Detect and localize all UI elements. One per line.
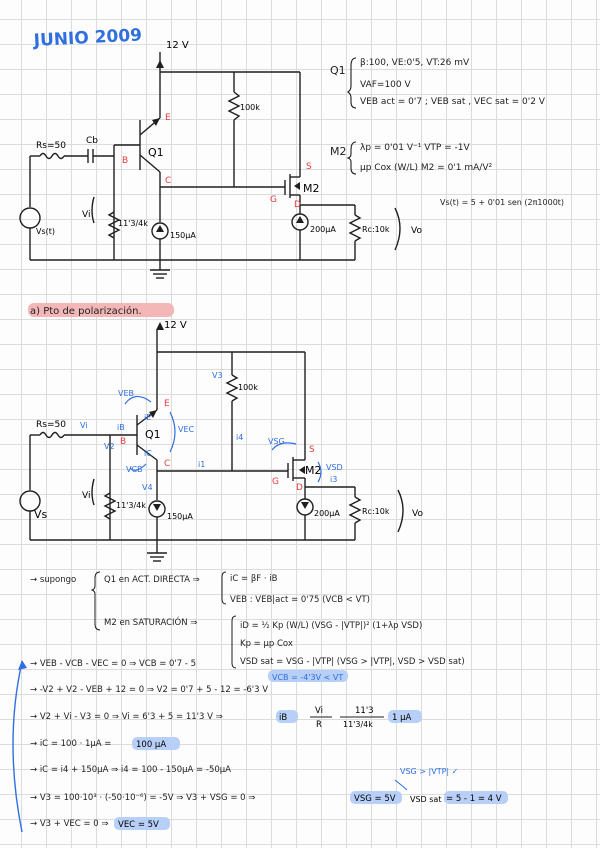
pin-b: B [122, 156, 128, 166]
v3-node: V3 [212, 371, 223, 380]
vi-label: Vi [82, 210, 90, 220]
line3: → V2 + Vi - V3 = 0 ⇒ Vi = 6'3 + 5 = 11'3… [30, 712, 223, 722]
vs-equation: Vs(t) = 5 + 0'01 sen (2π1000t) [440, 198, 564, 207]
r-bias-label-2: 11'3/4k [116, 501, 146, 510]
param-q1-line3: VEB act = 0'7 ; VEB sat , VEC sat = 0'2 … [360, 97, 546, 107]
ic-eq: iC = βF · iB [230, 574, 278, 584]
r-top-label-2: 100k [238, 383, 258, 392]
frac2-num: 11'3 [355, 706, 374, 716]
bottom-circuit [19, 330, 404, 562]
m2-label: M2 [303, 182, 320, 195]
vec-result: VEC = 5V [118, 820, 159, 830]
i3-label: i3 [330, 475, 337, 484]
rc-label: Rc:10k [362, 225, 390, 234]
i1-label: i1 [198, 460, 205, 469]
pin-s: S [306, 162, 312, 172]
rs-label-2: Rs=50 [36, 420, 66, 430]
title: JUNIO 2009 [32, 25, 142, 51]
vcb-label: VCB [126, 465, 143, 474]
vcc-label: 12 V [166, 40, 189, 51]
vsg-check: VSG > |VTP| ✓ [400, 767, 458, 776]
vsg-label: VSG [268, 437, 285, 446]
frac1-den: R [316, 720, 322, 730]
vi-label-2: Vi [82, 491, 90, 501]
vs-label-2: Vs [34, 508, 48, 521]
param-q1: Q1 [330, 64, 346, 77]
vsd-label: VSD [326, 463, 343, 472]
param-m2-line2: μp Cox (W/L) M2 = 0'1 mA/V² [360, 163, 492, 173]
iq1-label-2: 150µA [167, 512, 193, 521]
vsd-result: = 5 - 1 = 4 V [446, 794, 502, 804]
vi-node: Vi [80, 421, 88, 430]
id-eq: iD = ½ Kp (W/L) (VSG - |VTP|)² (1+λp VSD… [240, 621, 422, 631]
vs-label: Vs(t) [36, 227, 55, 236]
r-bias-label: 11'3/4k [118, 219, 148, 228]
pin-g: G [270, 195, 277, 205]
iq1-label: 150µA [170, 231, 196, 240]
pin-d: D [294, 200, 301, 210]
ie-label: iE [144, 413, 151, 422]
vo-label: Vo [411, 226, 422, 236]
section-a-heading: a) Pto de polarización. [30, 305, 142, 317]
pin-b-2: B [120, 437, 126, 447]
line6: → V3 = 100·10³ · (-50·10⁻⁶) = -5V ⇒ V3 +… [30, 793, 255, 803]
ic-label: iC [144, 449, 152, 458]
line7: → V3 + VEC = 0 ⇒ [30, 819, 108, 829]
cb-label: Cb [86, 136, 98, 146]
pin-s-2: S [309, 445, 315, 455]
ib-result: 1 µA [392, 713, 412, 723]
vo-label-2: Vo [412, 509, 423, 519]
param-m2-line1: λp = 0'01 V⁻¹ VTP = -1V [360, 143, 471, 153]
line1: → VEB - VCB - VEC = 0 ⇒ VCB = 0'7 - 5 [30, 659, 196, 669]
vcc-label-2: 12 V [164, 320, 187, 331]
pin-c: C [165, 176, 171, 186]
vsd-sat-eq: VSD sat = VSG - |VTP| (VSG > |VTP|, VSD … [240, 657, 465, 667]
veb-label: VEB [118, 389, 134, 398]
ib-label: iB [117, 423, 125, 432]
m2-sat-text: M2 en SATURACIÓN ⇒ [104, 616, 197, 628]
line4: → iC = 100 · 1µA = [30, 739, 111, 749]
pin-d-2: D [296, 483, 303, 493]
vcb-note: VCB = -4'3V < VT [272, 673, 343, 682]
pin-e-2: E [164, 399, 170, 409]
param-q1-line2: VAF=100 V [360, 80, 411, 90]
vsg-result: VSG = 5V [354, 794, 396, 804]
kp-eq: Kp = μp Cox [240, 639, 293, 649]
pin-c-2: C [164, 459, 170, 469]
vec-label: VEC [178, 425, 195, 434]
param-m2: M2 [330, 145, 347, 158]
v2-node: V2 [104, 442, 115, 451]
top-circuit [19, 52, 401, 279]
q1-label-2: Q1 [145, 428, 161, 441]
v4-node: V4 [142, 483, 153, 492]
q1-active-text: Q1 en ACT. DIRECTA ⇒ [104, 575, 200, 585]
im2-label: 200µA [310, 225, 336, 234]
param-q1-line1: β:100, VE:0'5, VT:26 mV [360, 58, 470, 68]
analysis: → supongo Q1 en ACT. DIRECTA ⇒ iC = βF ·… [30, 574, 465, 829]
pin-g-2: G [272, 477, 279, 487]
ib-result-label: iB [279, 713, 287, 723]
line2: → -V2 + V2 - VEB + 12 = 0 ⇒ V2 = 0'7 + 5… [30, 685, 268, 695]
line5: → iC = i4 + 150µA ⇒ i4 = 100 - 150µA = -… [30, 765, 231, 775]
im2-label-2: 200µA [314, 509, 340, 518]
m2-label-2: M2 [305, 464, 322, 477]
ic-result: 100 µA [136, 740, 166, 750]
rs-label: Rs=50 [36, 141, 66, 151]
r-top-label: 100k [240, 103, 260, 112]
suppose-text: → supongo [30, 575, 76, 585]
veb-eq: VEB : VEB|act = 0'75 (VCB < VT) [230, 595, 370, 605]
frac1-num: Vi [315, 706, 323, 716]
vsd-sat-label: VSD sat [410, 795, 441, 804]
pin-e: E [165, 113, 171, 123]
q1-label: Q1 [148, 146, 164, 159]
frac2-den: 11'3/4k [343, 720, 373, 729]
i4-label: i4 [236, 433, 243, 442]
rc-label-2: Rc:10k [362, 507, 390, 516]
